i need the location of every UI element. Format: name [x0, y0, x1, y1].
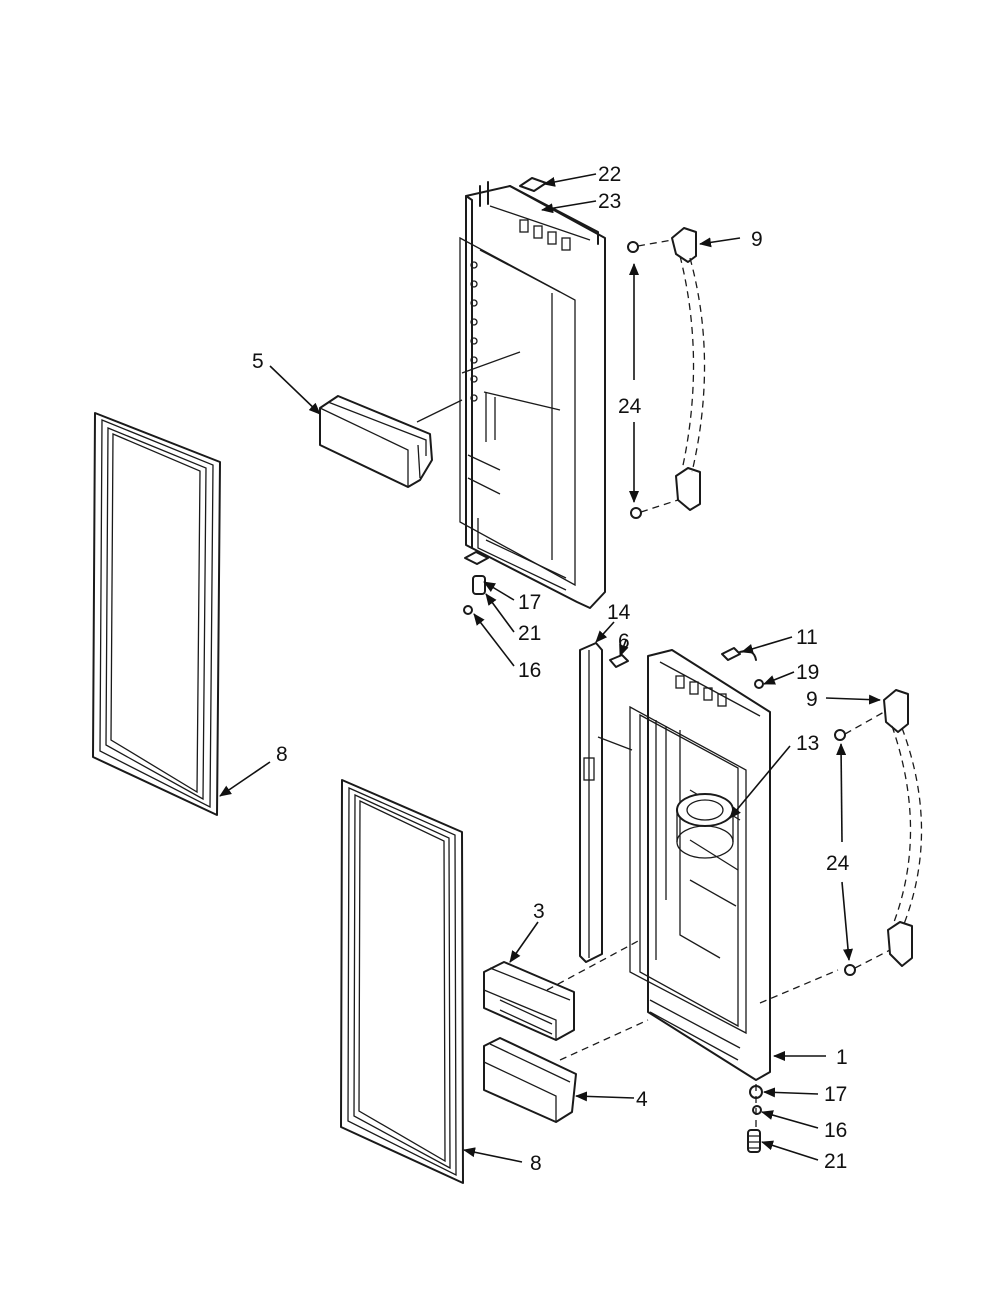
bin-4-guide-line — [559, 1019, 649, 1061]
dispenser-strip-14 — [579, 642, 633, 963]
callout-labels: 22 23 9 5 24 17 21 16 14 6 11 19 9 8 13 … — [252, 163, 850, 1175]
bin-5-guide-line — [416, 399, 463, 423]
callout-8-lower: 8 — [530, 1152, 542, 1175]
part-6 — [609, 654, 629, 668]
door-bin-3 — [483, 961, 575, 1041]
callout-9-upper: 9 — [751, 228, 763, 251]
callout-16-upper: 16 — [518, 659, 541, 682]
door-handle-lower — [834, 689, 923, 976]
callout-1: 1 — [836, 1046, 848, 1069]
callout-14: 14 — [607, 601, 631, 624]
door-gasket-right — [340, 779, 464, 1184]
callout-4: 4 — [636, 1088, 648, 1111]
callout-22: 22 — [598, 163, 621, 186]
callout-9-lower: 9 — [806, 688, 818, 711]
callout-16-lower: 16 — [824, 1119, 847, 1142]
callout-leaders — [219, 173, 881, 1163]
callout-3: 3 — [533, 900, 545, 923]
door-bin-5 — [319, 395, 433, 488]
callout-23: 23 — [598, 190, 621, 213]
door-bin-4 — [483, 1037, 577, 1123]
lower-door-liner — [629, 649, 771, 1081]
upper-door-liner — [459, 181, 606, 609]
bin-3-guide-line — [546, 939, 641, 991]
callout-24-lower: 24 — [826, 852, 850, 875]
callout-13: 13 — [796, 732, 819, 755]
callout-8-upper: 8 — [276, 743, 288, 766]
door-gasket-left — [92, 412, 221, 816]
callout-17-upper: 17 — [518, 591, 541, 614]
door-handle-upper — [627, 227, 706, 519]
callout-6: 6 — [618, 630, 630, 653]
part-22 — [519, 177, 547, 192]
callout-21-upper: 21 — [518, 622, 541, 645]
callout-5: 5 — [252, 350, 264, 373]
callout-19: 19 — [796, 661, 819, 684]
callout-17-lower: 17 — [824, 1083, 847, 1106]
part-19 — [754, 679, 764, 689]
callout-11: 11 — [796, 626, 818, 649]
lower-hinge-hardware — [747, 969, 839, 1153]
callout-21-lower: 21 — [824, 1150, 847, 1173]
callout-24-upper: 24 — [618, 395, 642, 418]
